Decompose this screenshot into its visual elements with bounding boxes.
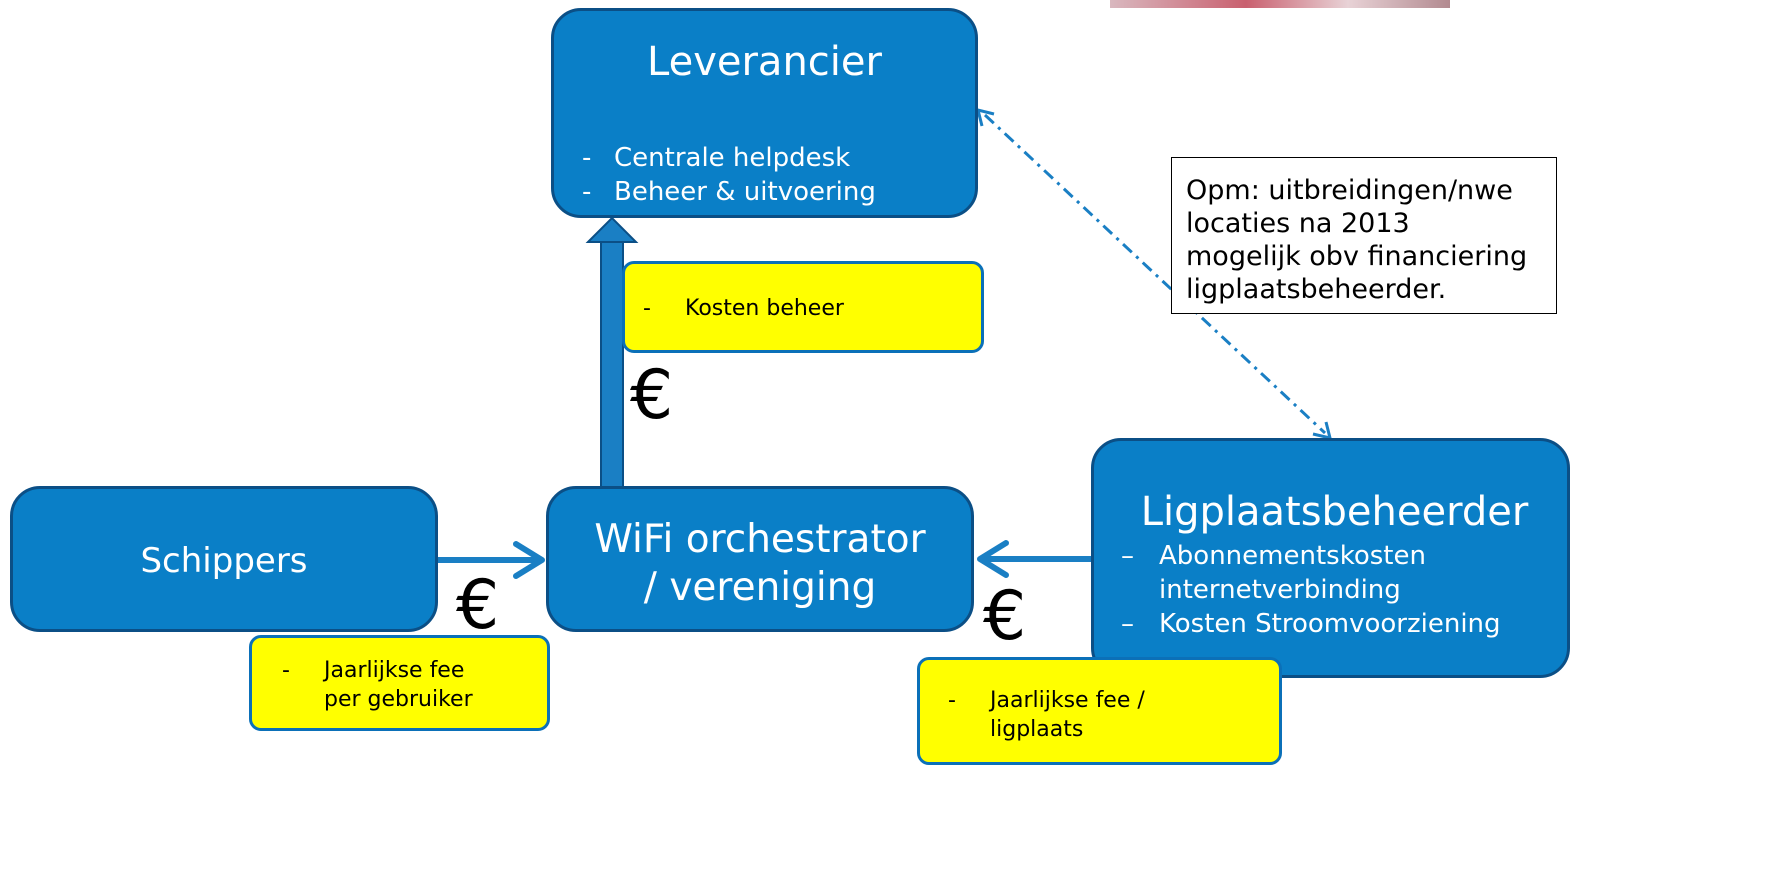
note-ligplaats-fee: -Jaarlijkse fee / ligplaats: [917, 657, 1282, 765]
comment-line: Opm: uitbreidingen/nwe: [1186, 175, 1513, 206]
ligplaats-title: Ligplaatsbeheerder: [1140, 489, 1529, 535]
note-kosten-beheer: -Kosten beheer: [622, 261, 984, 353]
orchestrator-title-line2: / vereniging: [643, 565, 877, 610]
list-item: -Beheer & uitvoering: [582, 177, 876, 207]
orchestrator-title-line1: WiFi orchestrator: [594, 517, 926, 562]
arrow-head-right: [513, 541, 545, 579]
comment-line: locaties na 2013: [1186, 208, 1410, 239]
leverancier-box: Leverancier -Centrale helpdesk -Beheer &…: [551, 8, 978, 218]
schippers-box: Schippers: [10, 486, 438, 632]
list-item: –Kosten Stroomvoorziening: [1121, 609, 1501, 639]
comment-box: Opm: uitbreidingen/nwe locaties na 2013 …: [1171, 157, 1557, 314]
photo-fragment: [1110, 0, 1450, 8]
comment-line: ligplaatsbeheerder.: [1186, 274, 1447, 305]
orchestrator-box: WiFi orchestrator / vereniging: [546, 486, 974, 632]
arrow-shaft-up: [600, 237, 624, 491]
euro-symbol: €: [983, 577, 1027, 656]
ligplaats-list: –Abonnementskosten internetverbinding –K…: [1121, 539, 1501, 641]
list-item: –Abonnementskosten internetverbinding: [1121, 541, 1426, 605]
euro-symbol: €: [630, 356, 674, 435]
list-item: -Centrale helpdesk: [582, 143, 851, 173]
ligplaats-box: Ligplaatsbeheerder –Abonnementskosten in…: [1091, 438, 1570, 678]
note-schippers-fee: -Jaarlijkse fee per gebruiker: [249, 635, 550, 731]
dashdot-head-top: [975, 107, 995, 127]
dashdot-connector: [983, 113, 1327, 435]
leverancier-list: -Centrale helpdesk -Beheer & uitvoering: [582, 141, 876, 209]
comment-line: mogelijk obv financiering: [1186, 241, 1528, 272]
arrow-head-up: [585, 216, 639, 243]
euro-symbol: €: [456, 566, 500, 645]
leverancier-title: Leverancier: [647, 39, 882, 85]
arrow-head-left: [977, 540, 1009, 578]
schippers-title: Schippers: [140, 541, 308, 581]
